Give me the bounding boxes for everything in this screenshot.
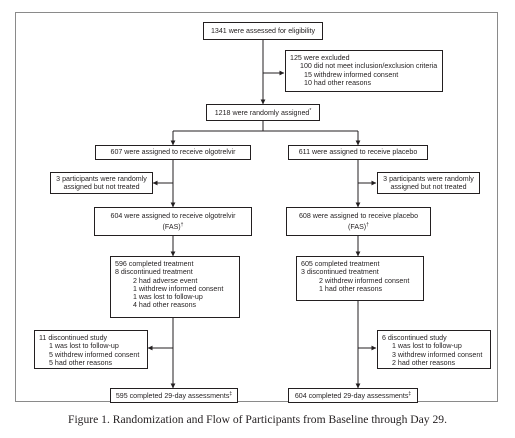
placebo-study-disc-item: 3 withdrew informed consent xyxy=(392,350,483,359)
olgo-not-treated-box: 3 participants were randomly assigned bu… xyxy=(50,172,153,194)
randomized-box: 1218 were randomly assigned* xyxy=(206,104,320,121)
placebo-assigned-box: 611 were assigned to receive placebo xyxy=(288,145,428,160)
excluded-item: 100 did not meet inclusion/exclusion cri… xyxy=(300,62,438,71)
excluded-item: 10 had other reasons xyxy=(304,78,372,87)
placebo-treatment-box: 605 completed treatment 3 discontinued t… xyxy=(296,256,424,301)
olgo-assigned-box: 607 were assigned to receive olgotrelvir xyxy=(95,145,251,160)
olgo-study-disc-item: 5 had other reasons xyxy=(49,358,113,367)
placebo-study-disc-box: 6 discontinued study 1 was lost to follo… xyxy=(377,330,491,369)
olgo-fas-footnote-mark: † xyxy=(180,221,184,228)
placebo-discontinue-reason: 1 had other reasons xyxy=(319,284,383,293)
olgo-not-treated-line: assigned but not treated xyxy=(63,183,140,191)
placebo-discontinue-reason: 2 withdrew informed consent xyxy=(319,276,410,285)
placebo-completed-box: 604 completed 29-day assessments‡ xyxy=(288,388,418,403)
placebo-fas-line2: (FAS) xyxy=(348,222,367,231)
olgo-study-disc-title: 11 discontinued study xyxy=(39,334,108,342)
olgo-discontinue-reason: 2 had adverse event xyxy=(133,276,198,285)
olgo-discontinue-reason: 1 withdrew informed consent xyxy=(133,284,224,293)
excluded-title: 125 were excluded xyxy=(290,54,350,62)
placebo-assigned-text: 611 were assigned to receive placebo xyxy=(298,148,418,157)
olgo-fas-line2: (FAS) xyxy=(162,222,181,231)
placebo-study-disc-item: 1 was lost to follow-up xyxy=(392,342,462,351)
olgo-study-disc-item: 5 withdrew informed consent xyxy=(49,350,140,359)
placebo-not-treated-line: 3 participants were randomly xyxy=(383,174,474,183)
randomized-text: 1218 were randomly assigned xyxy=(214,109,310,118)
placebo-completed-text: 604 completed 29-day assessments xyxy=(294,392,409,401)
olgo-discontinued-treatment: 8 discontinued treatment xyxy=(115,268,193,277)
olgo-completed-treatment: 596 completed treatment xyxy=(115,260,194,268)
placebo-discontinued-treatment: 3 discontinued treatment xyxy=(301,268,379,277)
olgo-discontinue-reason: 1 was lost to follow-up xyxy=(133,293,203,302)
olgo-assigned-text: 607 were assigned to receive olgotrelvir xyxy=(110,148,236,157)
placebo-fas-footnote-mark: † xyxy=(366,221,369,228)
assessed-box: 1341 were assessed for eligibility xyxy=(203,22,323,40)
figure-caption: Figure 1. Randomization and Flow of Part… xyxy=(68,413,447,426)
placebo-fas-box: 608 were assigned to receive placebo (FA… xyxy=(286,207,431,236)
randomized-footnote-mark: * xyxy=(309,108,312,115)
olgo-completed-footnote-mark: ‡ xyxy=(229,391,233,398)
olgo-study-disc-item: 1 was lost to follow-up xyxy=(49,342,119,351)
olgo-not-treated-line: 3 participants were randomly xyxy=(56,174,147,183)
placebo-not-treated-line: assigned but not treated xyxy=(390,183,467,191)
olgo-completed-box: 595 completed 29-day assessments‡ xyxy=(110,388,238,403)
placebo-fas-line1: 608 were assigned to receive placebo xyxy=(298,212,419,221)
placebo-study-disc-title: 6 discontinued study xyxy=(382,334,447,342)
placebo-not-treated-box: 3 participants were randomly assigned bu… xyxy=(377,172,480,194)
placebo-completed-footnote-mark: ‡ xyxy=(408,391,412,398)
olgo-discontinue-reason: 4 had other reasons xyxy=(133,301,197,310)
placebo-completed-treatment: 605 completed treatment xyxy=(301,260,380,268)
assessed-text: 1341 were assessed for eligibility xyxy=(210,26,316,35)
figure-frame xyxy=(15,12,498,402)
excluded-item: 15 withdrew informed consent xyxy=(304,70,399,79)
olgo-fas-box: 604 were assigned to receive olgotrelvir… xyxy=(94,207,252,236)
olgo-fas-line1: 604 were assigned to receive olgotrelvir xyxy=(110,212,236,221)
olgo-study-disc-box: 11 discontinued study 1 was lost to foll… xyxy=(34,330,148,369)
olgo-treatment-box: 596 completed treatment 8 discontinued t… xyxy=(110,256,240,318)
excluded-box: 125 were excluded 100 did not meet inclu… xyxy=(285,50,443,92)
placebo-study-disc-item: 2 had other reasons xyxy=(392,358,456,367)
olgo-completed-text: 595 completed 29-day assessments xyxy=(115,392,230,401)
